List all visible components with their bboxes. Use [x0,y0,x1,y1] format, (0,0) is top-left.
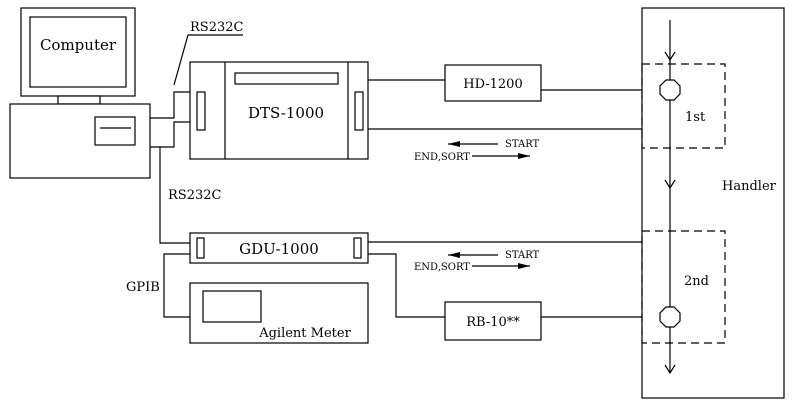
endsort-bottom-label: END,SORT [414,262,470,273]
dts-left-port [196,91,206,131]
gdu-right-port [353,237,362,259]
station-2nd-label: 2nd [684,274,709,289]
dts-1000-unit: DTS-1000 [189,61,369,160]
computer-screen [29,16,127,88]
rs232c-top-label: RS232C [190,20,244,35]
endsort-arrow-top-head [518,153,530,159]
contact-point-2nd [659,306,681,328]
gdu-left-port [196,237,205,259]
signal-arrows-bottom: START END,SORT [414,250,540,273]
agilent-display [202,290,262,323]
contact-point-1st [659,79,681,101]
gdu-1000-unit: GDU-1000 [189,232,369,264]
dts-display [234,72,339,85]
computer-stand [57,95,101,105]
dts-label: DTS-1000 [248,104,324,122]
rs232c-mid-label: RS232C [168,188,222,203]
dts-right-port [354,91,364,131]
rb-10-label: RB-10** [466,315,520,330]
cable-gdu-rb [368,253,445,318]
endsort-top-label: END,SORT [414,152,470,163]
gdu-box [189,232,369,264]
hd-1200-label: HD-1200 [463,77,522,92]
cable-computer-dts-2 [150,121,190,148]
endsort-arrow-bottom-head [518,263,530,269]
cable-computer-dts-1 [150,91,190,119]
agilent-label: Agilent Meter [258,326,351,341]
cable-gpib [163,253,190,318]
start-top-label: START [505,139,540,150]
handler-label: Handler [722,179,777,194]
computer-label: Computer [40,36,117,54]
start-arrow-bottom-head [448,252,460,258]
station-2nd [641,230,726,344]
flow-arrow-2 [664,179,676,190]
gdu-label: GDU-1000 [239,240,319,258]
computer-drive [94,116,136,146]
station-1st [641,63,726,149]
hd-1200-box [444,64,542,102]
station-1st-label: 1st [685,110,706,125]
computer: Computer [9,7,151,179]
rs232c-top-leader [173,34,243,86]
signal-arrows-top: START END,SORT [414,139,540,163]
start-bottom-label: START [505,250,540,261]
handler-box [641,7,785,399]
agilent-meter: Agilent Meter [189,282,369,344]
start-arrow-top-head [448,141,460,147]
rb-10-box [444,301,542,341]
flow-arrow-3 [664,364,676,375]
handler: Handler 1st 2nd [641,7,785,399]
cable-computer-gdu [159,147,190,244]
gpib-label: GPIB [126,280,160,295]
flow-arrow-1 [664,51,676,62]
